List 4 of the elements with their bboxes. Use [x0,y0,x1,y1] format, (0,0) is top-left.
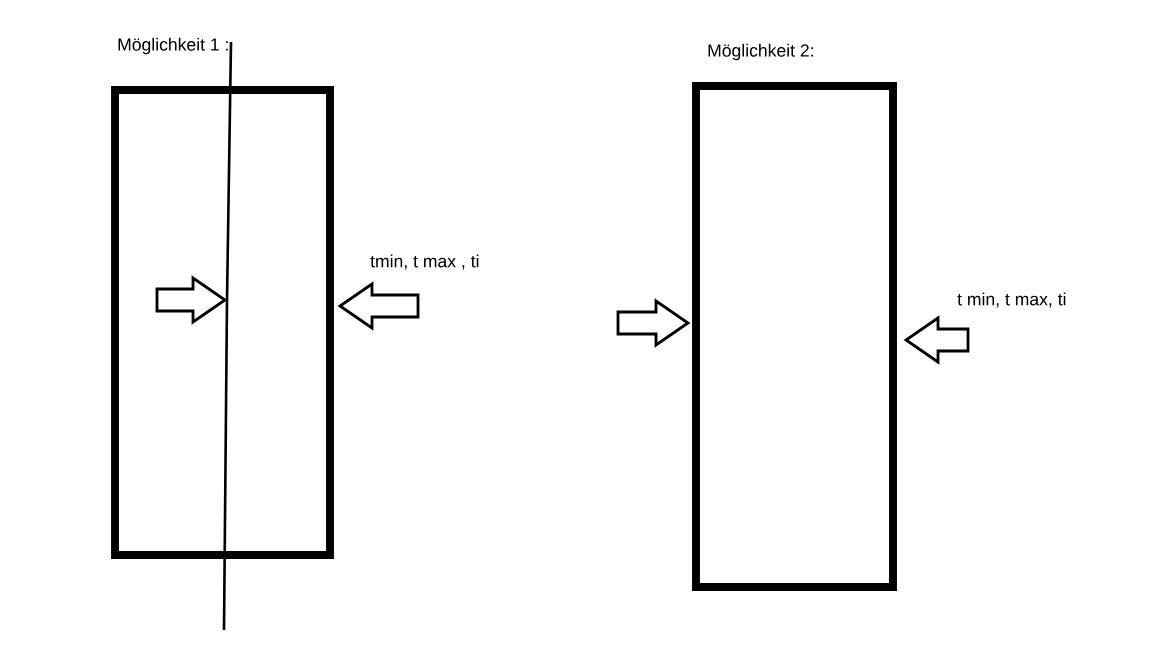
heading: Möglichkeit 1 : [118,37,228,55]
heading: Möglichkeit 2: [708,43,813,61]
temperature-label: tmin, t max , ti [370,254,479,270]
temperature-label: t min, t max, ti [957,292,1066,308]
